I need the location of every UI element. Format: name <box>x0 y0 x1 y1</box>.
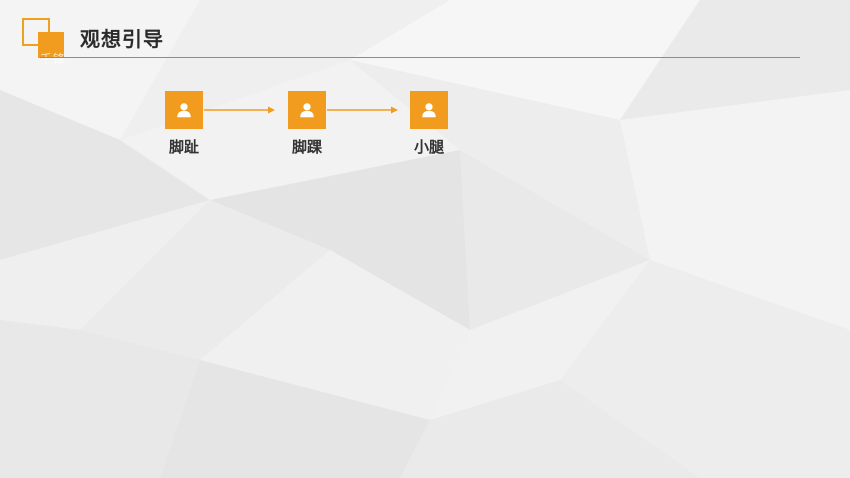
flow-node-calf <box>410 91 448 129</box>
flow-node-label: 小腿 <box>413 138 444 156</box>
user-icon <box>300 103 314 118</box>
flow-node-toes <box>165 91 203 129</box>
flow-node-label: 脚踝 <box>291 138 322 156</box>
watermark-text: 千锋 <box>40 52 67 66</box>
flow-arrow <box>204 106 275 114</box>
flow-node-ankle <box>288 91 326 129</box>
logo-filled-square <box>38 32 64 58</box>
user-icon <box>422 103 436 118</box>
user-icon <box>177 103 191 118</box>
flow-node-label: 脚趾 <box>168 138 199 156</box>
flow-arrow <box>327 106 398 114</box>
title-divider <box>40 57 800 58</box>
slide-title: 观想引导 <box>80 27 164 51</box>
